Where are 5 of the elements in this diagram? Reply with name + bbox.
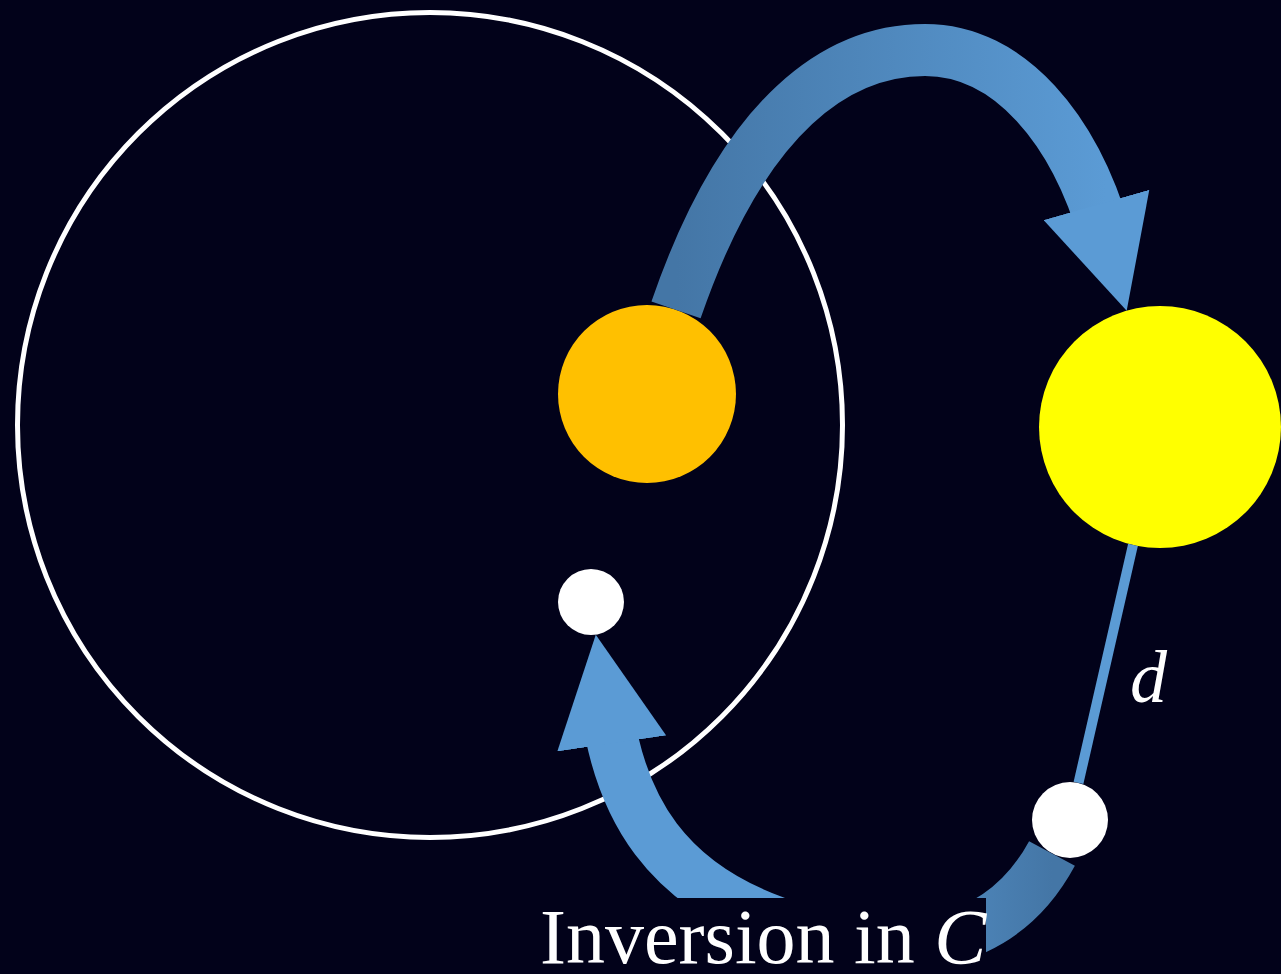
circle-outline (15, 10, 845, 840)
curved-arrow (651, 24, 1148, 320)
edge-label: Inversion in C (540, 898, 987, 974)
edge-label: d (1130, 640, 1167, 714)
distance-line (1073, 543, 1138, 785)
